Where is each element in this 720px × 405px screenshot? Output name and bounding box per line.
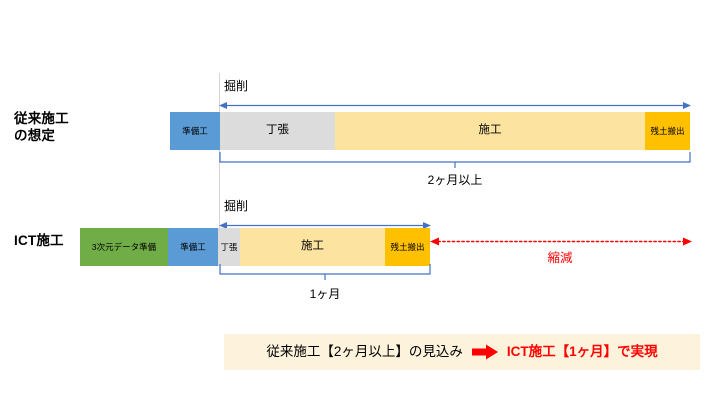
reduction-arrow: [430, 237, 692, 246]
segment-batter-board-ict: 丁張: [218, 228, 240, 266]
gantt-bar-ict: 3次元データ準備 準備工 丁張 施工 残土搬出: [80, 228, 430, 266]
segment-preparation-ict: 準備工: [168, 228, 218, 266]
excavation-arrow-ict: [219, 222, 431, 229]
segment-soil-removal-ict: 残土搬出: [385, 228, 430, 266]
segment-soil-removal-conventional: 残土搬出: [645, 112, 690, 150]
duration-bracket-ict: [219, 264, 431, 280]
row-label-ict: ICT施工: [14, 233, 64, 248]
vertical-guide-line: [219, 73, 220, 263]
segment-batter-board-conventional: 丁張: [220, 112, 335, 150]
summary-banner: 従来施工【2ヶ月以上】の見込み ICT施工【1ヶ月】で実現: [224, 334, 700, 370]
reduction-label: 縮減: [547, 251, 573, 265]
excavation-arrow-conventional: [219, 102, 691, 109]
summary-after-text: ICT施工【1ヶ月】で実現: [506, 344, 658, 360]
gantt-bar-conventional: 準備工 丁張 施工 残土搬出: [170, 112, 690, 150]
duration-bracket-conventional: [219, 152, 691, 168]
excavation-label-conventional: 掘削: [224, 79, 249, 93]
segment-preparation-conventional: 準備工: [170, 112, 220, 150]
segment-3d-data-prep-ict: 3次元データ準備: [80, 228, 168, 266]
segment-construction-conventional: 施工: [335, 112, 645, 150]
segment-construction-ict: 施工: [240, 228, 385, 266]
duration-label-ict: 1ヶ月: [309, 287, 341, 301]
right-arrow-icon: [471, 344, 498, 360]
summary-before-text: 従来施工【2ヶ月以上】の見込み: [266, 344, 463, 360]
row-label-conventional: 従来施工 の想定: [14, 111, 69, 143]
excavation-label-ict: 掘削: [224, 199, 249, 213]
duration-label-conventional: 2ヶ月以上: [427, 173, 483, 187]
